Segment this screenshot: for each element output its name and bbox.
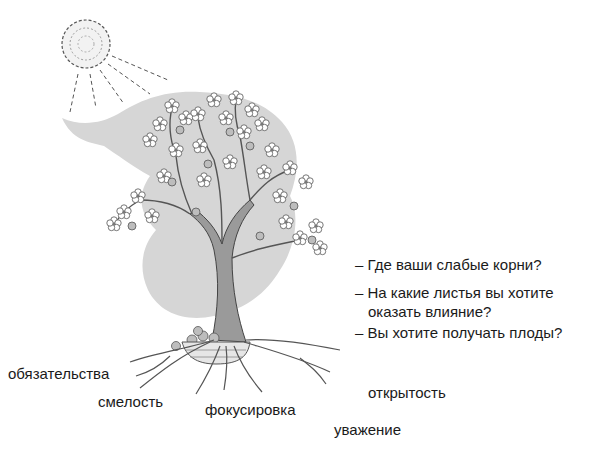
root-label: смелость: [98, 392, 163, 411]
tree-trunk: [116, 100, 300, 342]
root-label: фокусировка: [205, 400, 296, 419]
root-label: открытость: [368, 383, 446, 402]
question-text: – На какие листья вы хотите оказать влия…: [355, 283, 596, 321]
root-label: уважение: [334, 420, 401, 439]
fruit-basket: [172, 327, 251, 365]
grey-blob: [62, 92, 297, 318]
question-text: – Вы хотите получать плоды?: [355, 323, 596, 342]
tree-flowers: [107, 91, 327, 255]
tree-roots: [130, 339, 340, 394]
root-label: обязательства: [8, 364, 109, 383]
question-text: – Где ваши слабые корни?: [355, 255, 596, 274]
